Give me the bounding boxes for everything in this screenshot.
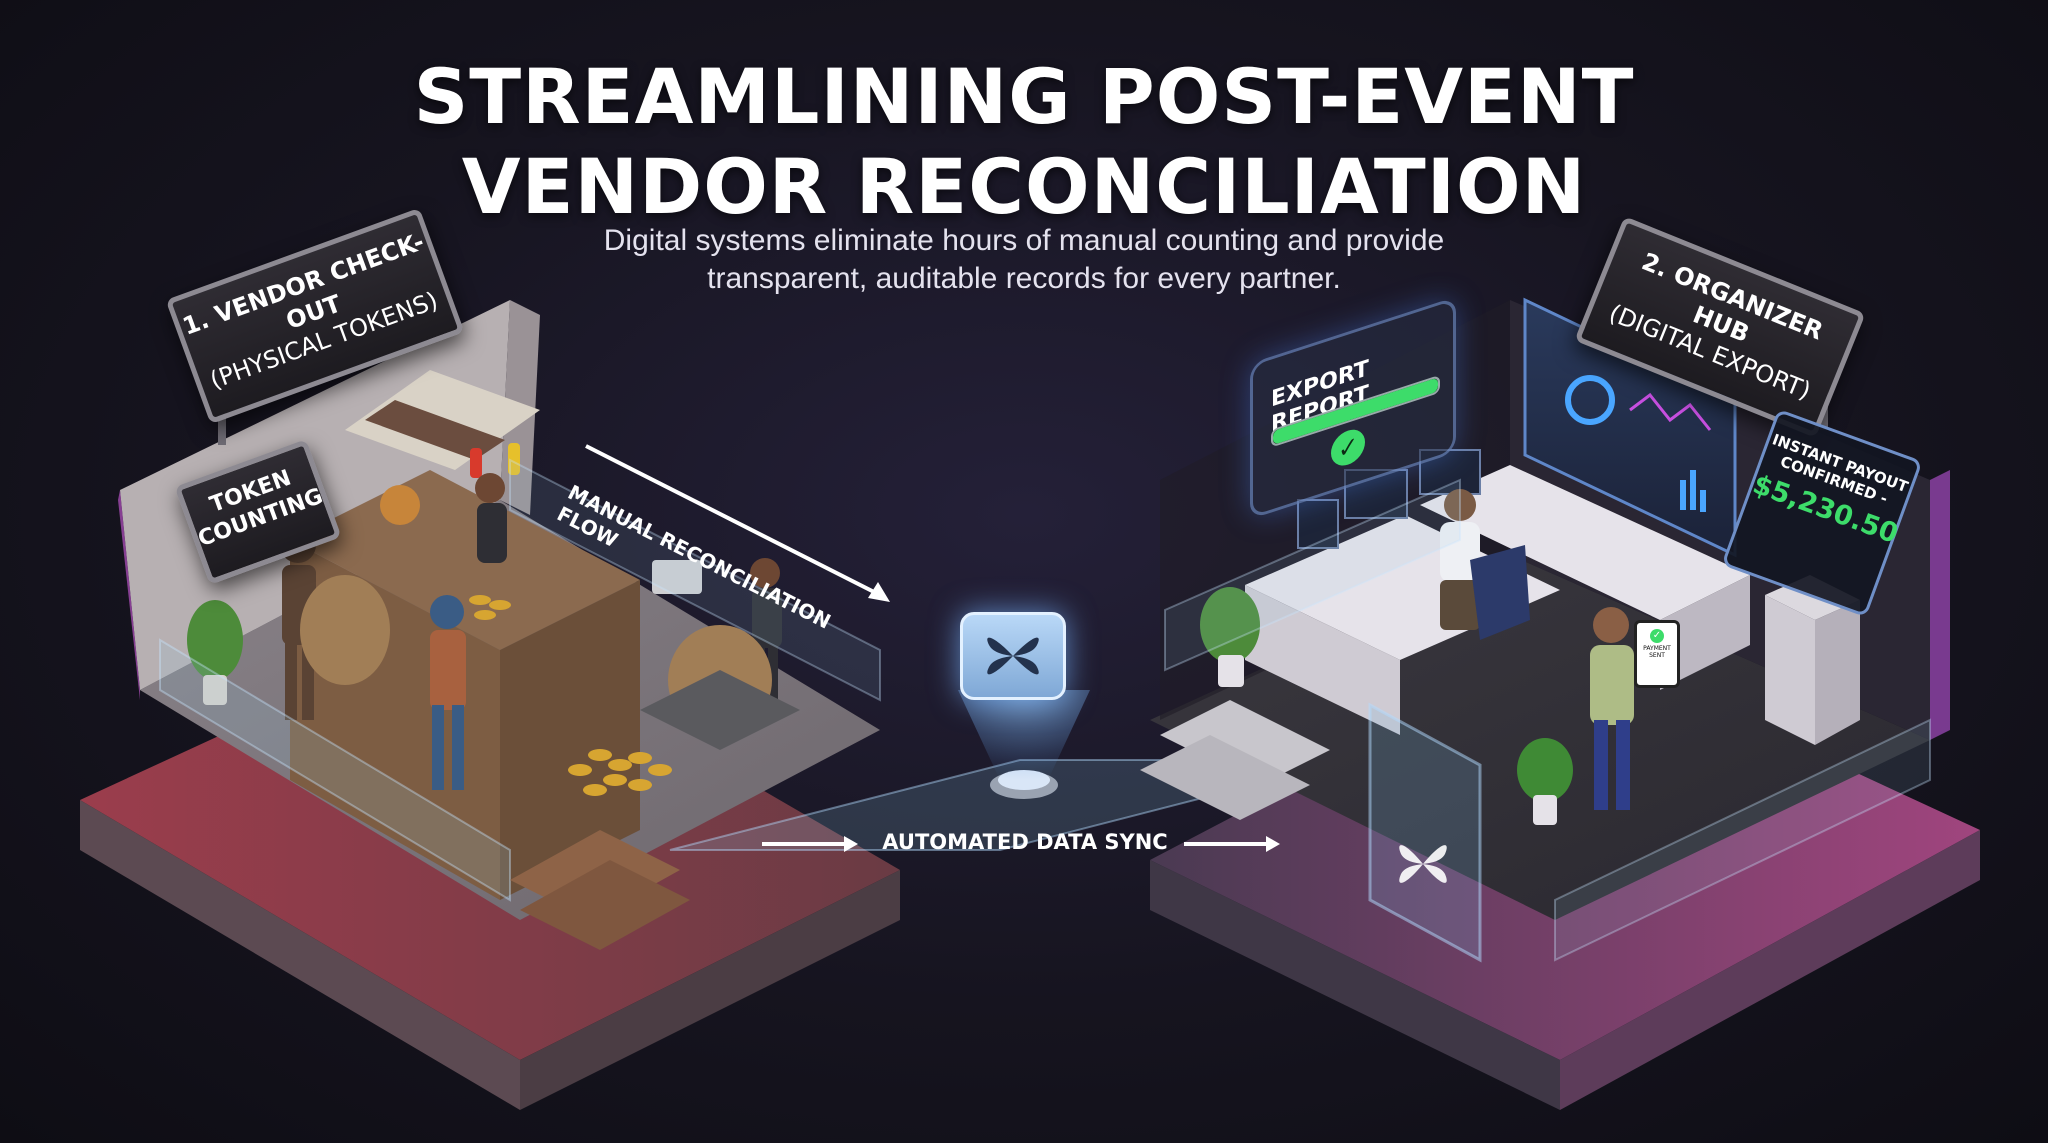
title-line-2: VENDOR RECONCILIATION bbox=[461, 142, 1587, 231]
x-petal-logo-icon bbox=[987, 637, 1039, 675]
subtitle-line-2: transparent, auditable records for every… bbox=[707, 262, 1341, 295]
page-subtitle: Digital systems eliminate hours of manua… bbox=[0, 222, 2048, 298]
sync-arrow-left-icon bbox=[762, 836, 858, 852]
sync-arrow-right-icon bbox=[1184, 836, 1280, 852]
phone-line-1: PAYMENT bbox=[1643, 645, 1671, 652]
manual-flow-arrow-icon bbox=[585, 444, 890, 602]
kiosk-logo-icon bbox=[1383, 824, 1463, 904]
sign-pole bbox=[218, 405, 226, 445]
subtitle-line-1: Digital systems eliminate hours of manua… bbox=[603, 224, 1445, 257]
center-logo-tile bbox=[960, 612, 1066, 700]
payment-tablet: ✓ PAYMENT SENT bbox=[1634, 620, 1680, 688]
payment-check-icon: ✓ bbox=[1650, 629, 1664, 643]
phone-line-2: SENT bbox=[1649, 652, 1665, 659]
check-icon: ✓ bbox=[1331, 425, 1365, 471]
title-line-1: STREAMLINING POST-EVENT bbox=[413, 52, 1635, 141]
automated-data-sync-label: AUTOMATED DATA SYNC bbox=[882, 830, 1168, 854]
page-title: STREAMLINING POST-EVENT VENDOR RECONCILI… bbox=[0, 52, 2048, 232]
